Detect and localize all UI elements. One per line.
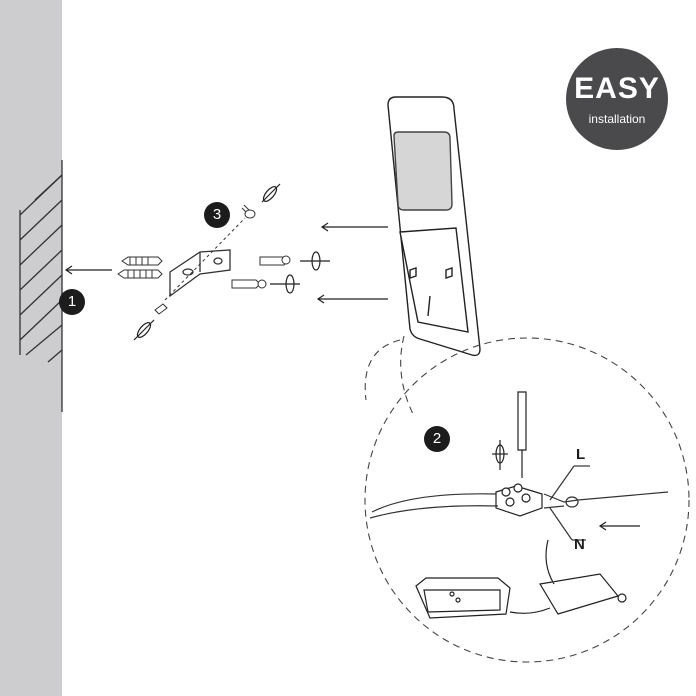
wall-surface [0,0,62,696]
arrow-to-wall [64,265,112,275]
cable-clip [509,539,627,615]
step-2-marker: 2 [424,426,450,452]
screwdriver [492,391,527,478]
light-fixture [387,96,481,357]
wall-hatching [19,160,63,412]
junction-box [415,577,511,619]
terminal-block [495,483,543,517]
fixture-arrows [316,222,388,304]
easy-installation-badge: EASY installation [566,48,668,150]
badge-subtitle: installation [588,112,646,126]
bracket-screws [154,204,291,315]
live-wire-label: L [576,446,586,463]
step-1-marker: 1 [59,289,85,315]
wire-arrow [598,521,640,531]
rotation-symbols [133,183,330,341]
wires [369,465,669,541]
mounting-bracket [169,249,231,298]
wall-plugs [117,256,163,279]
badge-title: EASY [574,72,660,105]
neutral-wire-label: N [574,536,585,553]
step-3-marker: 3 [204,202,230,228]
detail-callout [364,335,690,663]
